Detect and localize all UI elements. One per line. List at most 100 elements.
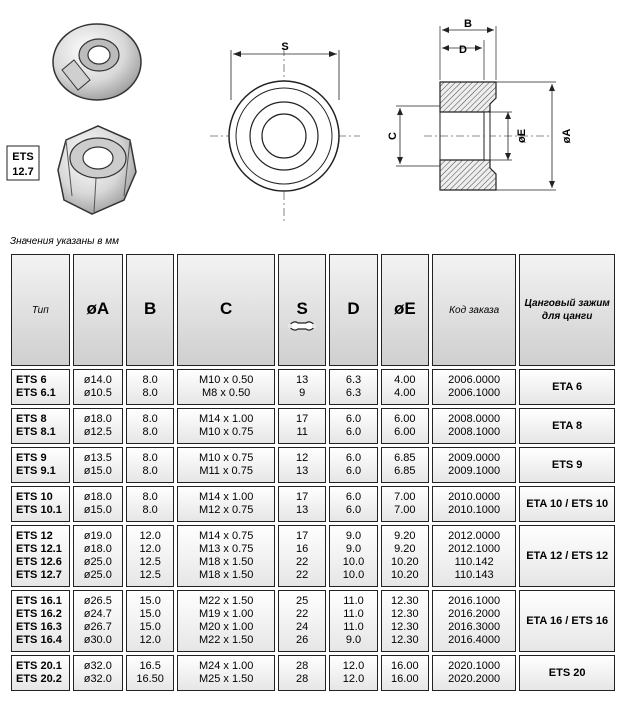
cell-value: ø15.0: [83, 465, 112, 477]
cell-value: 6.0: [345, 413, 362, 425]
cell-value: ETS 6.1: [16, 387, 56, 399]
cell-value: 16.00: [391, 673, 419, 685]
cell-value: 17: [296, 413, 309, 425]
cell-value: ø19.0: [83, 530, 112, 542]
cell-collet: ETA 12 / ETS 12: [519, 525, 615, 587]
header-c: C: [177, 254, 275, 366]
cell-value: 12.30: [391, 634, 419, 646]
cell-value: 9.20: [394, 530, 416, 542]
cell-value: 12: [296, 452, 309, 464]
nut-illustration-ets-12-7: [57, 125, 137, 215]
cell-value: ETS 10.1: [16, 504, 62, 516]
cell-value: M19 x 1.00: [198, 608, 254, 620]
header-s: S: [278, 254, 327, 366]
spec-table: Тип øA B C S D øE Код заказа Цанговый за…: [8, 251, 618, 694]
cell-value: 6.0: [345, 465, 362, 477]
cell-value: ø24.7: [83, 608, 112, 620]
cell-value: 13: [296, 374, 309, 386]
cell-value: ø15.0: [83, 504, 112, 516]
technical-drawings: ETS 12.7 S: [6, 18, 573, 222]
cell-value: 16.5: [139, 660, 161, 672]
cell-value: ETS 6: [16, 374, 47, 386]
dim-d-label: D: [459, 44, 467, 56]
cell-value: M18 x 1.50: [198, 556, 254, 568]
header-a: øA: [72, 254, 123, 366]
dim-s-label: S: [281, 41, 288, 53]
cell-value: 2008.0000: [448, 413, 501, 425]
table-header-row: Тип øA B C S D øE Код заказа Цанговый за…: [11, 254, 615, 366]
dim-b-label: B: [464, 18, 472, 30]
cell-value: 24: [296, 621, 309, 633]
cell-value: ETS 12.6: [16, 556, 62, 568]
cell-value: 6.0: [345, 504, 362, 516]
cell-value: 6.85: [394, 465, 416, 477]
cell-value: 11.0: [343, 595, 364, 607]
cell-value: 11.0: [343, 608, 364, 620]
cell-value: 16.50: [136, 673, 164, 685]
cell-value: ETS 8.1: [16, 426, 56, 438]
cell-value: 6.0: [345, 491, 362, 503]
cell-value: M12 x 0.75: [198, 504, 254, 516]
cell-value: 6.00: [394, 413, 416, 425]
cell-value: 12.5: [139, 556, 161, 568]
header-code: Код заказа: [431, 254, 517, 366]
cell-value: ø10.5: [83, 387, 112, 399]
cell-value: 26: [296, 634, 309, 646]
cell-value: 2008.1000: [448, 426, 501, 438]
cell-value: 2012.0000: [448, 530, 501, 542]
cell-value: 10.0: [342, 569, 365, 581]
cell-value: M18 x 1.50: [198, 569, 254, 581]
cell-value: ø32.0: [83, 673, 112, 685]
cell-value: 2020.2000: [448, 673, 501, 685]
cell-value: 6.0: [345, 452, 362, 464]
cell-value: 6.0: [345, 426, 362, 438]
cell-value: 2012.1000: [448, 543, 501, 555]
cell-value: ø26.5: [83, 595, 112, 607]
cell-value: ETS 16.3: [16, 621, 62, 633]
cell-value: 12.30: [391, 595, 419, 607]
cell-value: M13 x 0.75: [198, 543, 254, 555]
front-view-drawing: [210, 48, 360, 222]
cell-value: 2016.4000: [448, 634, 501, 646]
cell-value: 28: [296, 660, 309, 672]
cell-value: 13: [296, 504, 309, 516]
cell-value: 16: [296, 543, 309, 555]
cell-value: 12.0: [342, 660, 365, 672]
cell-value: 9.20: [394, 543, 416, 555]
cell-value: ø18.0: [83, 413, 112, 425]
cell-value: 2010.0000: [448, 491, 501, 503]
cell-value: 8.0: [142, 413, 158, 425]
cell-value: 28: [296, 673, 309, 685]
cell-value: 10.20: [391, 569, 419, 581]
cell-value: 22: [296, 569, 309, 581]
cell-value: ø25.0: [83, 556, 112, 568]
cell-value: 13: [296, 465, 309, 477]
cell-value: 7.00: [394, 491, 416, 503]
cell-value: ETS 16.1: [16, 595, 62, 607]
